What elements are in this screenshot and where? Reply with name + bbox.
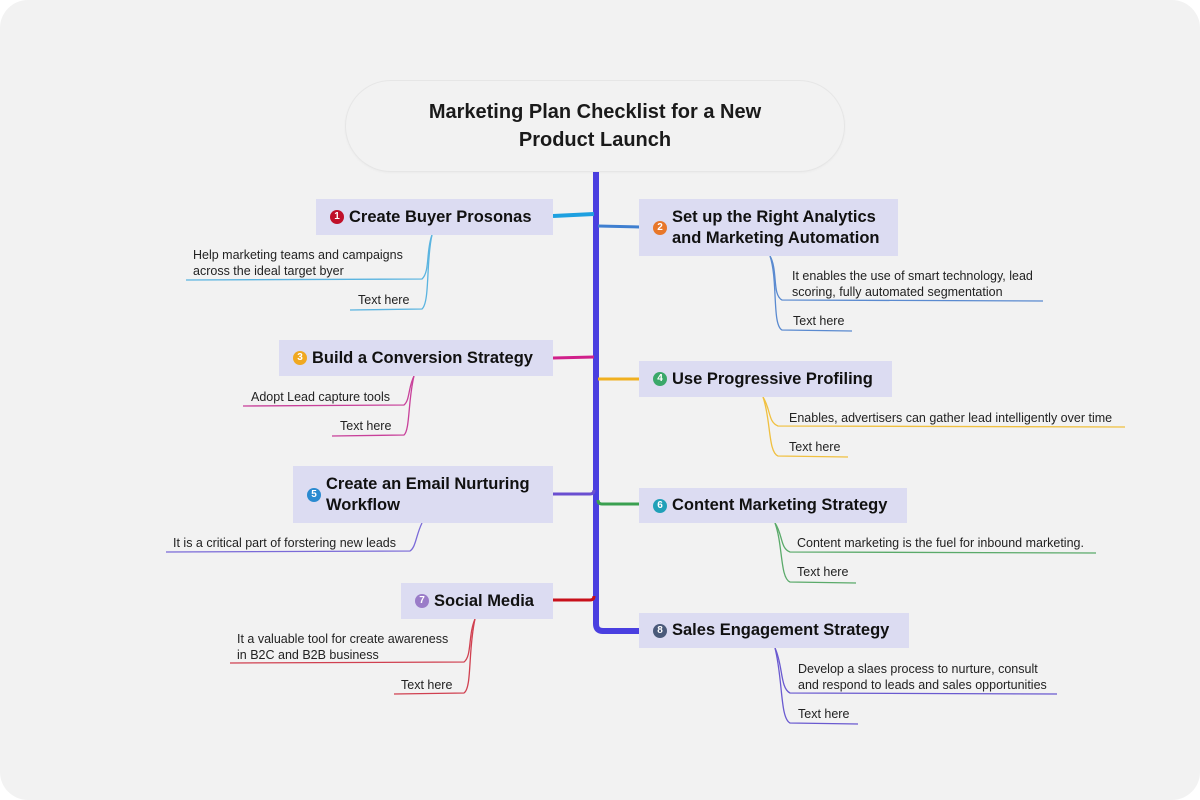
subtopic-note[interactable]: Content marketing is the fuel for inboun… [797, 536, 1084, 550]
root-topic[interactable]: Marketing Plan Checklist for a New Produ… [346, 81, 844, 171]
topic-label: Use Progressive Profiling [672, 369, 873, 388]
number-badge-icon: 7 [415, 594, 429, 608]
subtopic-note[interactable]: Text here [401, 678, 453, 692]
topic-label: Create Buyer Prosonas [349, 207, 532, 226]
number-badge-icon: 3 [293, 351, 307, 365]
topic-5[interactable]: 5 Create an Email Nurturing Workflow [293, 466, 553, 523]
topic-2[interactable]: 2 Set up the Right Analytics and Marketi… [639, 199, 898, 256]
subtopic-note[interactable]: Help marketing teams and campaigns acros… [193, 248, 403, 278]
subtopic-note[interactable]: Text here [789, 440, 841, 454]
subtopic-note[interactable]: Text here [358, 293, 410, 307]
subtopic-note[interactable]: Enables, advertisers can gather lead int… [789, 411, 1113, 425]
subtopic-note[interactable]: Develop a slaes process to nurture, cons… [798, 662, 1047, 692]
topic-label: Social Media [434, 591, 534, 610]
subtopic-note[interactable]: It enables the use of smart technology, … [792, 269, 1033, 299]
topic-6[interactable]: 6 Content Marketing Strategy [639, 488, 907, 523]
topic-4[interactable]: 4 Use Progressive Profiling [639, 361, 892, 397]
topic-label: Build a Conversion Strategy [312, 348, 533, 367]
subtopic-note[interactable]: It a valuable tool for create awareness … [237, 632, 449, 662]
topic-label: Create an Email Nurturing Workflow [326, 474, 530, 514]
topic-3[interactable]: 3 Build a Conversion Strategy [279, 340, 553, 376]
number-badge-icon: 6 [653, 498, 667, 513]
topic-1[interactable]: 1 Create Buyer Prosonas [316, 199, 553, 235]
topic-8[interactable]: 8 Sales Engagement Strategy [639, 613, 909, 648]
subtopic-note[interactable]: It is a critical part of forstering new … [173, 536, 397, 550]
topic-7[interactable]: 7 Social Media [401, 583, 553, 619]
number-badge-icon: 2 [653, 220, 667, 235]
number-badge-icon: 5 [307, 487, 321, 502]
topic-label: Content Marketing Strategy [672, 496, 888, 514]
number-badge-icon: 1 [330, 210, 344, 224]
subtopic-note[interactable]: Text here [797, 565, 849, 579]
subtopic-note[interactable]: Text here [340, 419, 392, 433]
subtopic-note[interactable]: Text here [798, 707, 850, 721]
topic-label: Set up the Right Analytics and Marketing… [672, 207, 880, 247]
subtopic-note[interactable]: Text here [793, 314, 845, 328]
subtopic-note[interactable]: Adopt Lead capture tools [251, 390, 390, 404]
topic-label: Sales Engagement Strategy [672, 621, 890, 639]
root-title: Marketing Plan Checklist for a New Produ… [428, 101, 762, 151]
number-badge-icon: 4 [653, 372, 667, 386]
number-badge-icon: 8 [653, 623, 667, 638]
